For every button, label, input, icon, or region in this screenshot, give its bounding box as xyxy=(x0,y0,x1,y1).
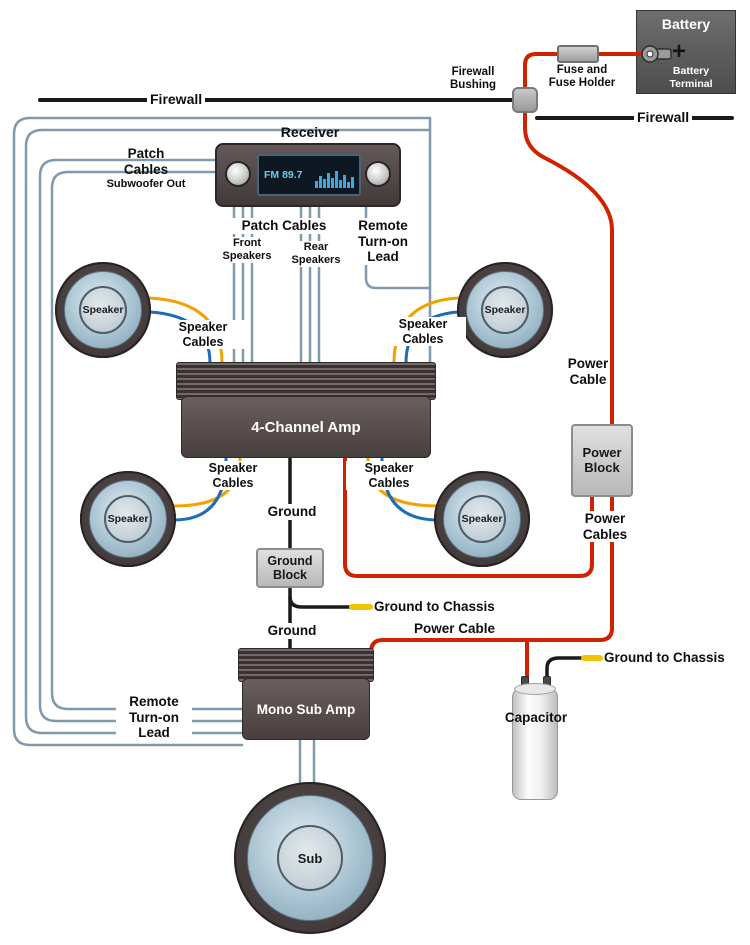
spectrum-bars-icon xyxy=(315,162,354,188)
speaker-cables-label-front-left: Speaker Cables xyxy=(160,320,246,349)
ground-label-top: Ground xyxy=(256,504,328,520)
speaker-hub: Speaker xyxy=(481,286,529,334)
fuse-holder-label: Fuse and Fuse Holder xyxy=(548,64,616,90)
mono-sub-amp-heatsink xyxy=(238,648,374,682)
power-cables-label: Power Cables xyxy=(566,511,644,543)
capacitor-label: Capacitor xyxy=(504,710,568,725)
tuning-knob-icon xyxy=(365,161,391,187)
capacitor-ground-wire xyxy=(545,656,586,688)
receiver-display: FM 89.7 xyxy=(257,154,361,196)
subwoofer-label: Sub xyxy=(297,850,323,866)
ground-block-label: Ground Block xyxy=(267,553,313,582)
subwoofer-patch-cable-a xyxy=(38,158,244,723)
firewall-bushing-label: Firewall Bushing xyxy=(450,66,496,92)
four-channel-amp-heatsink xyxy=(176,362,436,400)
ground-block: Ground Block xyxy=(256,548,324,588)
battery-plus-sign: + xyxy=(672,38,687,65)
front-speakers-label: Front Speakers xyxy=(214,237,280,263)
speaker-cables-label-front-right: Speaker Cables xyxy=(380,317,466,346)
speaker-cable-fl-orange xyxy=(148,296,224,365)
speaker-cable-fr-orange xyxy=(392,296,460,365)
subwoofer-patch-cable-b xyxy=(50,170,244,711)
four-channel-amp-label: 4-Channel Amp xyxy=(251,418,361,436)
firewall-bushing-icon xyxy=(512,87,538,113)
speaker-cables-label-rear-right: Speaker Cables xyxy=(346,461,432,490)
remote-lead-loop-outer xyxy=(12,116,432,747)
speaker-hub: Speaker xyxy=(79,286,127,334)
battery-label: Battery xyxy=(661,16,711,32)
firewall-label-right: Firewall xyxy=(634,109,693,126)
capacitor-top-cap xyxy=(514,683,556,695)
power-cable-to-monoamp xyxy=(369,495,614,670)
volume-knob-icon xyxy=(225,161,251,187)
speaker-cone: Speaker xyxy=(443,480,521,558)
mono-sub-amp: Mono Sub Amp xyxy=(242,678,370,740)
power-block-label: Power Block xyxy=(582,444,622,475)
speaker-label: Speaker xyxy=(484,304,526,316)
power-cable-main-vertical xyxy=(523,109,614,426)
speaker-cables-label-rear-left: Speaker Cables xyxy=(190,461,276,490)
four-channel-amp: 4-Channel Amp xyxy=(181,396,431,458)
speaker-hub: Speaker xyxy=(458,495,506,543)
remote-turn-on-lead-label-top: Remote Turn-on Lead xyxy=(344,218,422,265)
speaker-label: Speaker xyxy=(82,304,124,316)
rear-speakers-label: Rear Speakers xyxy=(283,241,349,267)
subwoofer-hub: Sub xyxy=(277,825,343,891)
patch-cables-subwoofer-title: Patch Cables xyxy=(123,146,169,177)
mono-sub-amp-label: Mono Sub Amp xyxy=(256,701,356,717)
radio-frequency: FM 89.7 xyxy=(264,169,303,181)
power-cable-label-bottom: Power Cable xyxy=(414,621,496,636)
capacitor-body xyxy=(512,688,558,800)
speaker-front-right: Speaker xyxy=(457,262,553,358)
battery-terminal-label: Battery Terminal xyxy=(669,65,713,90)
speaker-hub: Speaker xyxy=(104,495,152,543)
remote-turn-on-lead-label-bottom: Remote Turn-on Lead xyxy=(116,694,192,741)
speaker-cone: Speaker xyxy=(89,480,167,558)
ground-to-chassis-label-1: Ground to Chassis xyxy=(374,599,495,614)
power-cable-label-right: Power Cable xyxy=(567,356,609,387)
battery-terminal-icon xyxy=(641,45,672,63)
power-cable-to-4ch-amp xyxy=(343,457,594,578)
remote-lead-loop-inner xyxy=(24,128,432,735)
speaker-label: Speaker xyxy=(107,513,149,525)
speaker-front-left: Speaker xyxy=(55,262,151,358)
speaker-rear-left: Speaker xyxy=(80,471,176,567)
ground-label-bottom: Ground xyxy=(256,623,328,639)
ground-to-chassis-label-2: Ground to Chassis xyxy=(604,650,725,665)
receiver-label: Receiver xyxy=(280,124,340,140)
subwoofer-cone: Sub xyxy=(247,795,373,921)
speaker-rear-right: Speaker xyxy=(434,471,530,567)
remote-lead-from-receiver xyxy=(364,205,432,290)
receiver-unit: FM 89.7 xyxy=(215,143,401,207)
power-block: Power Block xyxy=(571,424,633,497)
ground-wire-to-chassis xyxy=(288,595,354,609)
speaker-cone: Speaker xyxy=(466,271,544,349)
power-cable-battery-run xyxy=(523,52,650,90)
subwoofer-out-label: Subwoofer Out xyxy=(106,178,186,190)
subwoofer: Sub xyxy=(234,782,386,934)
speaker-label: Speaker xyxy=(461,513,503,525)
firewall-label-left: Firewall xyxy=(147,91,206,108)
patch-cables-bottom-title: Patch Cables xyxy=(226,218,342,234)
fuse-holder-icon xyxy=(557,45,599,63)
speaker-cone: Speaker xyxy=(64,271,142,349)
